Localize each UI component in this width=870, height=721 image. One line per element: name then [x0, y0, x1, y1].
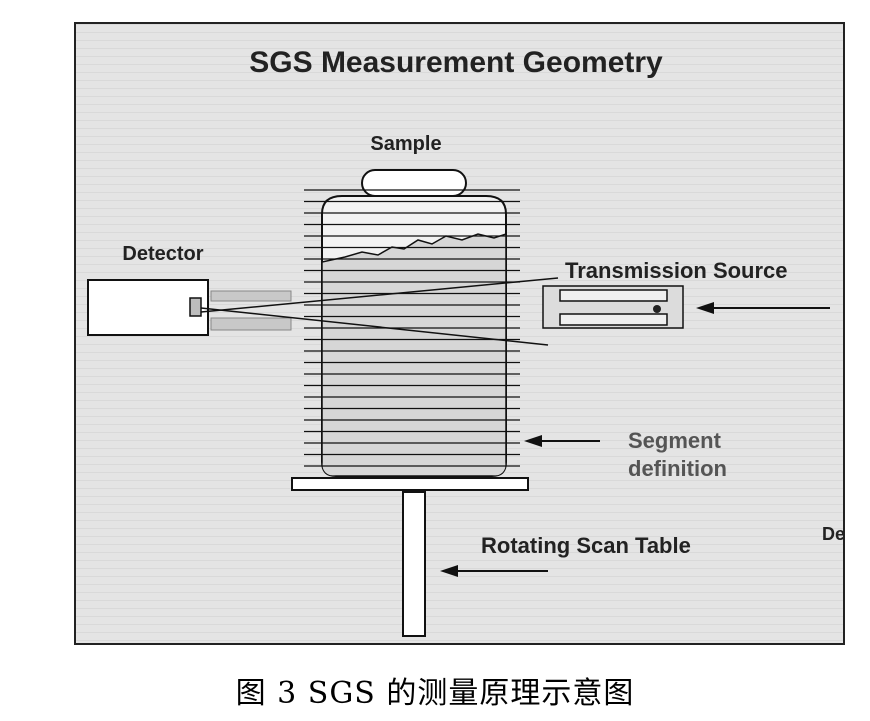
scan-table-arrow [440, 565, 548, 577]
source-point [653, 305, 661, 313]
collimator-bottom [210, 317, 292, 331]
scan-table-label: Rotating Scan Table [481, 533, 691, 558]
source-slot-bottom [559, 313, 668, 326]
transmission-source-label: Transmission Source [565, 258, 788, 283]
sample-cap [361, 169, 467, 197]
source-slot-top [559, 289, 668, 302]
scan-table-platform [291, 477, 529, 491]
sample-fill [322, 232, 506, 476]
collimator-top [210, 290, 292, 302]
beam-line-upper [200, 277, 559, 313]
edge-fragment-text: De [822, 524, 845, 544]
sample-label: Sample [370, 133, 441, 155]
source-arrow [696, 302, 830, 314]
beam-line-lower [200, 307, 549, 346]
sample-container [321, 169, 507, 477]
detector-crystal [189, 297, 202, 317]
segment-lines [304, 189, 520, 467]
detector-label: Detector [122, 243, 203, 265]
diagram-title: SGS Measurement Geometry [249, 46, 663, 79]
segment-label-line2: definition [628, 456, 727, 481]
segment-label-line1: Segment [628, 428, 722, 453]
detector-box [87, 279, 209, 336]
scan-table-shaft [402, 491, 426, 637]
figure-caption: 图 3 SGS 的测量原理示意图 [235, 676, 635, 711]
segment-arrow [524, 435, 600, 447]
